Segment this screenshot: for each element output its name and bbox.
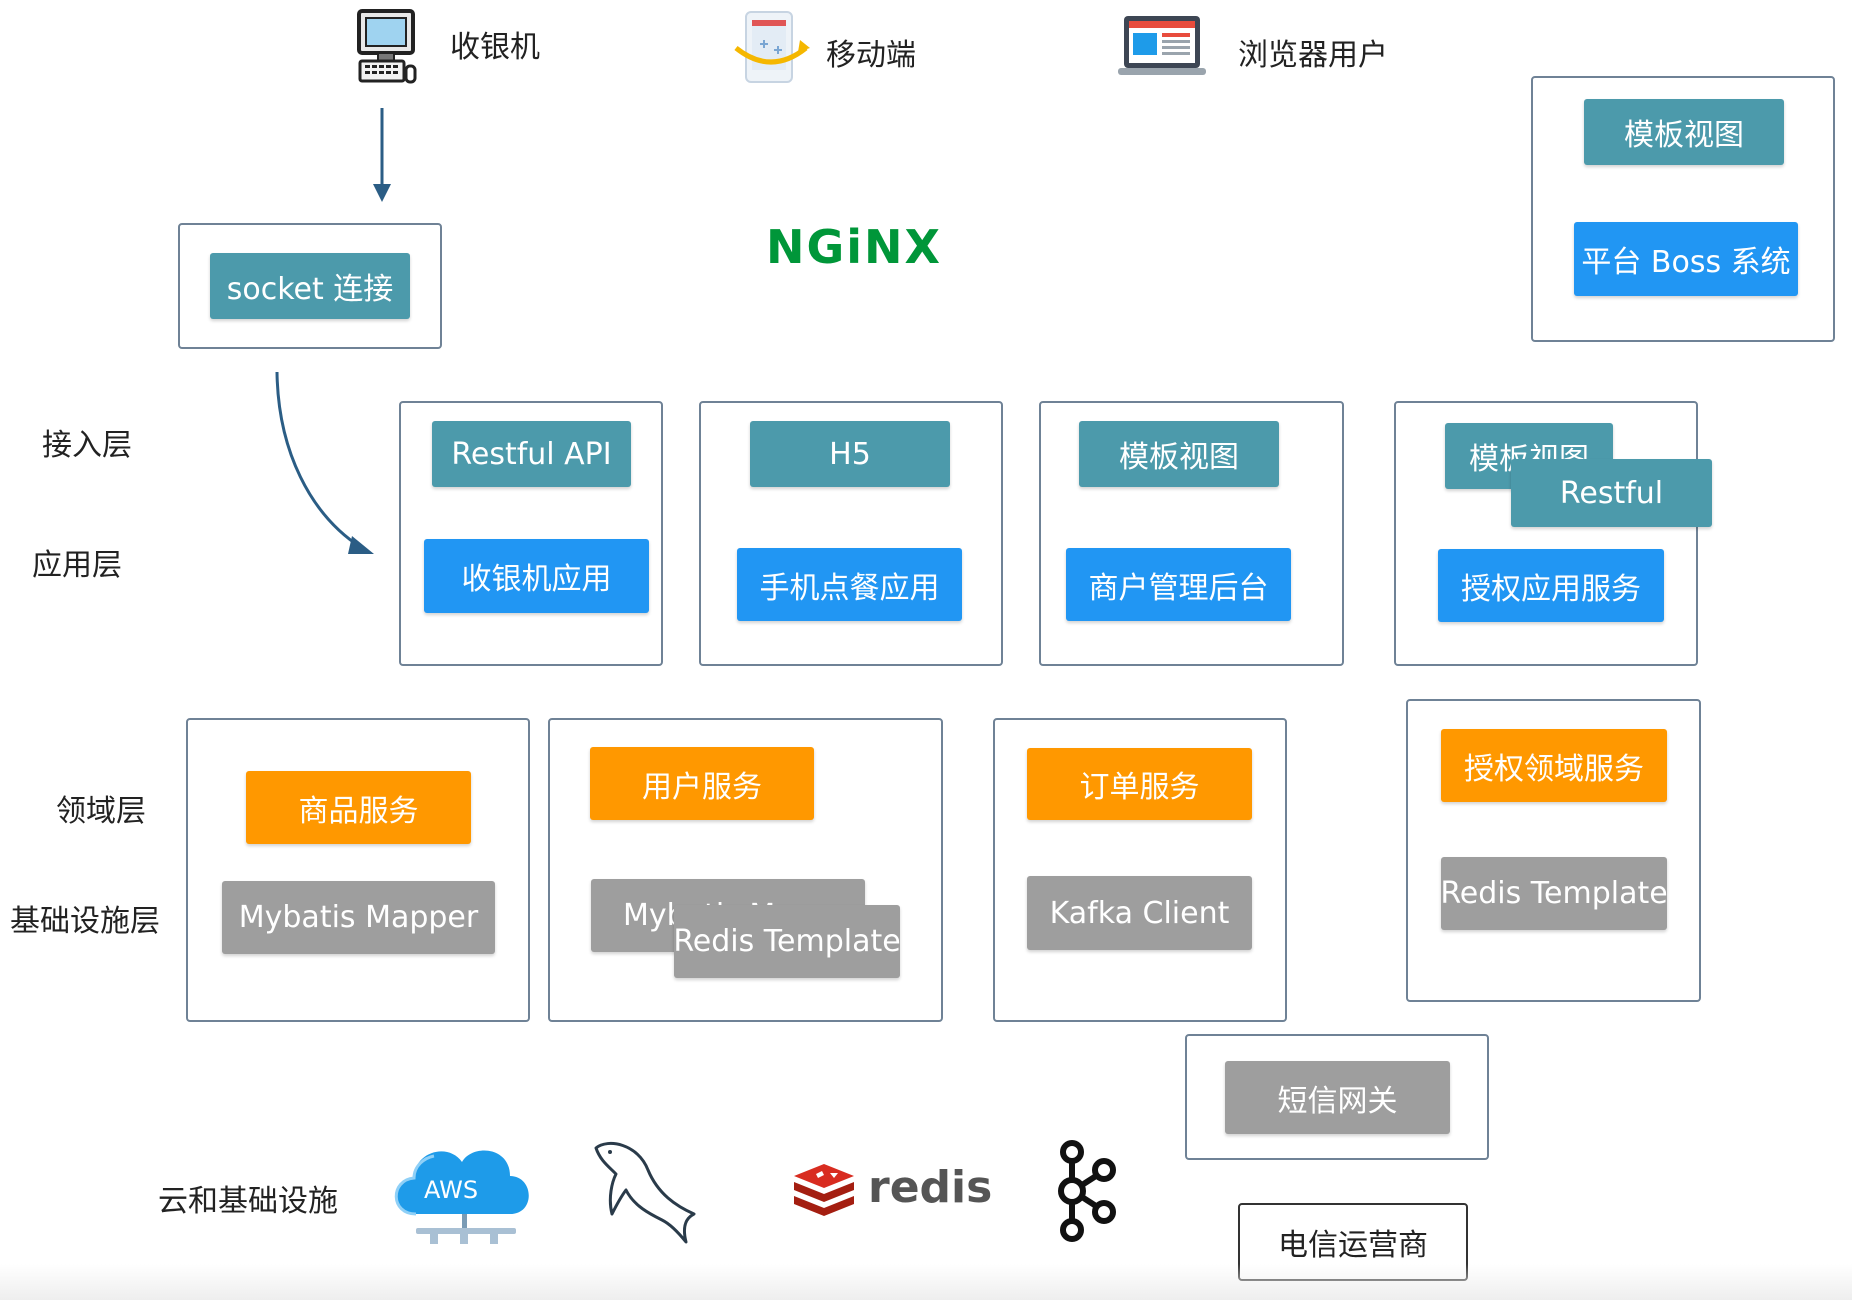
arrow-socket-to-app (275, 371, 374, 554)
app-merchant-admin: 商户管理后台 (1066, 548, 1291, 621)
app-mobile-ordering: 手机点餐应用 (737, 548, 962, 621)
domain-auth-service: 授权领域服务 (1441, 729, 1667, 802)
access-restful-api: Restful API (432, 421, 631, 487)
infra-kafka-client: Kafka Client (1027, 876, 1252, 950)
socket-connection: socket 连接 (210, 253, 410, 319)
arrow-cashier-to-socket (373, 108, 391, 202)
layer-label-access: 接入层 (42, 428, 132, 463)
layer-label-application: 应用层 (32, 548, 122, 583)
cashier-client-label: 收银机 (450, 30, 540, 65)
domain-product-service: 商品服务 (246, 771, 471, 844)
sms-gateway: 短信网关 (1225, 1061, 1450, 1134)
domain-container-product (186, 718, 530, 1022)
mobile-client-label: 移动端 (826, 38, 916, 73)
aws-cloud-icon (394, 1150, 529, 1244)
layer-label-domain: 领域层 (56, 794, 146, 829)
redis-icon (794, 1164, 854, 1216)
computer-icon (357, 9, 417, 84)
mobile-icon (734, 11, 810, 83)
kafka-icon (1058, 1140, 1116, 1242)
access-h5: H5 (750, 421, 950, 487)
app-cashier: 收银机应用 (424, 539, 649, 613)
aws-label: AWS (424, 1176, 479, 1204)
telecom-operator-label: 电信运营商 (1278, 1228, 1428, 1263)
mysql-dolphin-icon (594, 1141, 696, 1244)
bottom-fade (0, 1264, 1852, 1300)
access-template-view: 模板视图 (1079, 421, 1279, 487)
domain-order-service: 订单服务 (1027, 748, 1252, 820)
nginx-logo: NGiNX (766, 220, 942, 274)
boss-template-view: 模板视图 (1584, 99, 1784, 165)
layer-label-cloud: 云和基础设施 (158, 1184, 338, 1219)
access-restful: Restful (1511, 459, 1712, 527)
infra-redis-template-user: Redis Template (674, 905, 900, 978)
browser-icon (1118, 16, 1206, 75)
domain-user-service: 用户服务 (590, 747, 814, 820)
layer-label-infrastructure: 基础设施层 (10, 904, 160, 939)
infra-redis-template-auth: Redis Template (1441, 857, 1667, 930)
redis-label: redis (868, 1162, 993, 1213)
infra-mybatis-mapper: Mybatis Mapper (222, 881, 495, 954)
app-auth-service: 授权应用服务 (1438, 549, 1664, 622)
browser-client-label: 浏览器用户 (1238, 38, 1388, 73)
boss-platform-system: 平台 Boss 系统 (1574, 222, 1798, 296)
